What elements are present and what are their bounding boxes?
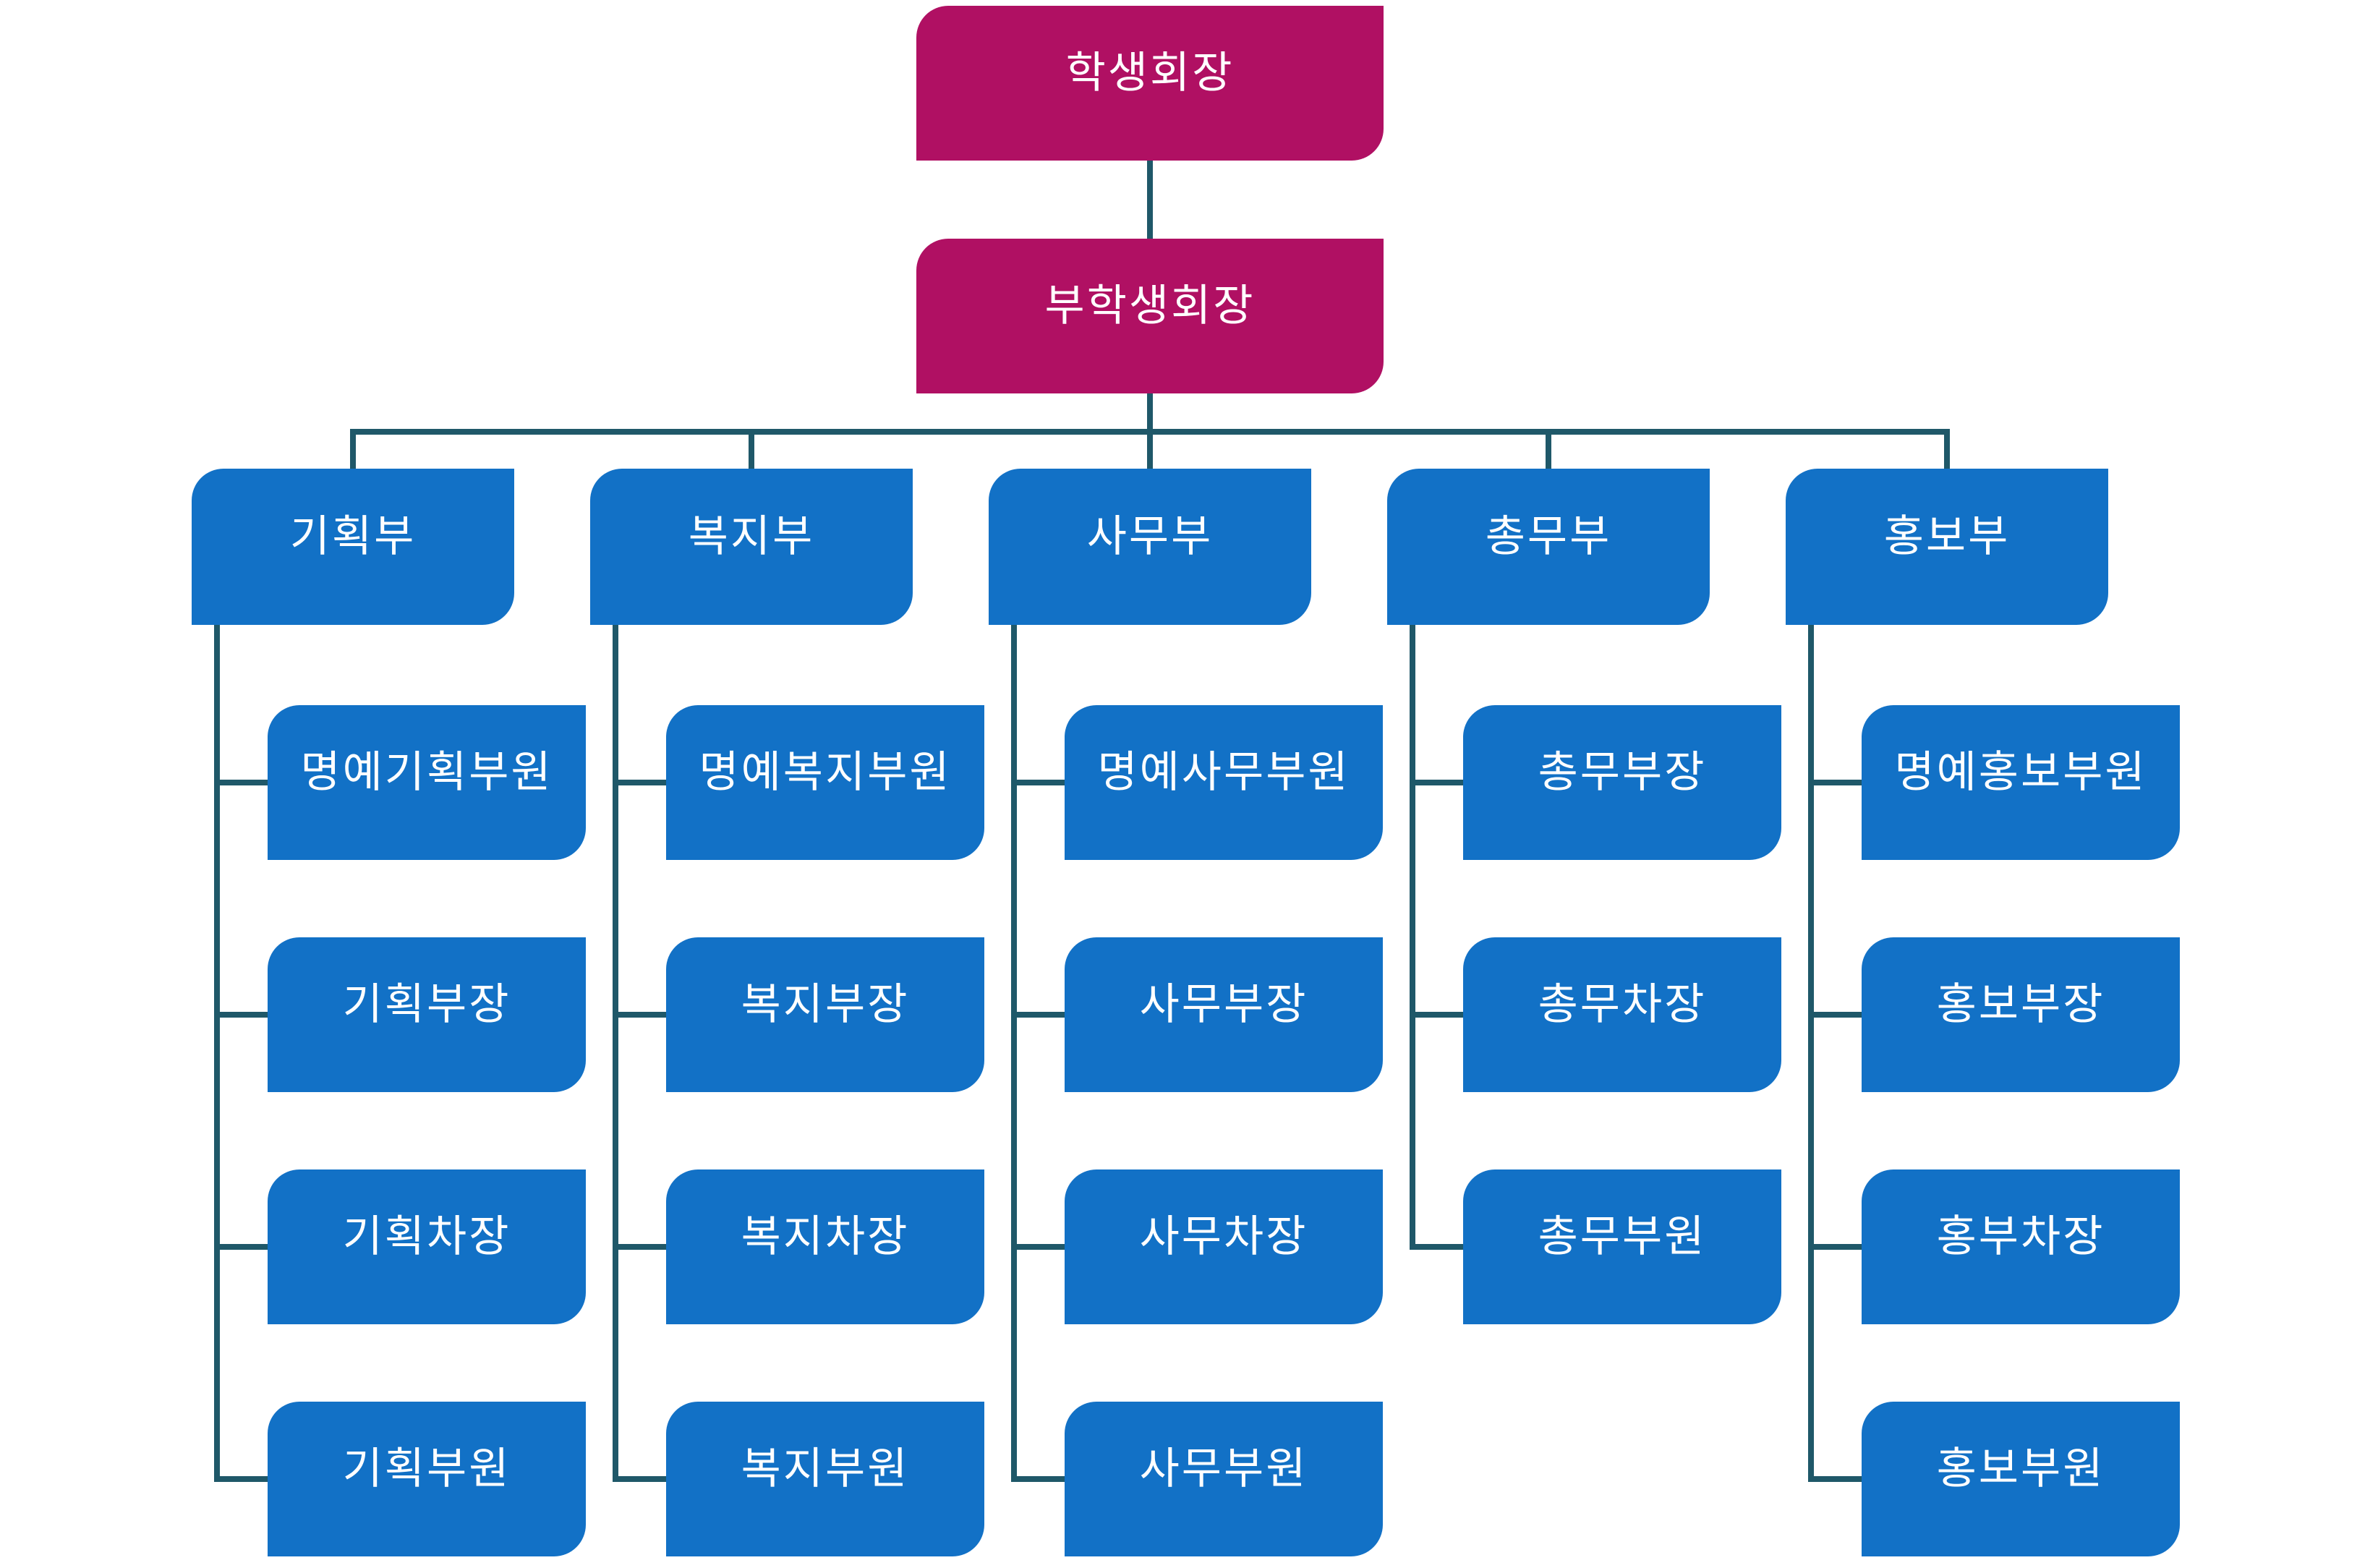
connector-drop-dept-4 [1546,429,1551,470]
node-child-general-3: 총무부원 [1463,1169,1781,1324]
connector-stub [214,1476,269,1482]
connector-stub [1410,1012,1465,1018]
node-child-planning-2: 기획부장 [268,937,586,1092]
node-child-general-1: 총무부장 [1463,705,1781,860]
connector-stub [214,780,269,785]
node-child-planning-3: 기획차장 [268,1169,586,1324]
connector-drop-dept-5 [1944,429,1950,470]
connector-stub [613,1244,668,1250]
node-dept-general: 총무부 [1387,469,1710,625]
node-child-general-2: 총무차장 [1463,937,1781,1092]
node-child-publicity-2: 홍보부장 [1862,937,2180,1092]
node-child-publicity-1: 명예홍보부원 [1862,705,2180,860]
node-child-welfare-2: 복지부장 [666,937,984,1092]
connector-stub [1011,1012,1066,1018]
connector-vice-rail [1147,393,1153,435]
connector-stub [1808,1476,1863,1482]
connector-stub [1808,780,1863,785]
node-child-publicity-3: 홍부차장 [1862,1169,2180,1324]
connector-stub [1410,1244,1465,1250]
node-child-welfare-4: 복지부원 [666,1402,984,1556]
connector-stub [1410,780,1465,785]
connector-stub [1011,780,1066,785]
node-vice-president: 부학생회장 [916,239,1384,393]
connector-stub [613,780,668,785]
connector-stub [613,1476,668,1482]
connector-stub [1011,1476,1066,1482]
node-child-planning-1: 명예기획부원 [268,705,586,860]
connector-hang-dept-5 [1808,625,1814,1482]
node-child-welfare-3: 복지차장 [666,1169,984,1324]
node-child-office-3: 사무차장 [1065,1169,1383,1324]
node-child-publicity-4: 홍보부원 [1862,1402,2180,1556]
connector-stub [613,1012,668,1018]
connector-drop-dept-3 [1147,429,1153,470]
node-dept-publicity: 홍보부 [1786,469,2108,625]
connector-stub [214,1244,269,1250]
node-child-welfare-1: 명예복지부원 [666,705,984,860]
connector-stub [1011,1244,1066,1250]
connector-stub [1808,1012,1863,1018]
node-child-office-1: 명예사무부원 [1065,705,1383,860]
connector-stub [1808,1244,1863,1250]
connector-hang-dept-2 [613,625,618,1482]
connector-president-vice [1147,161,1153,239]
connector-hang-dept-1 [214,625,220,1482]
node-child-office-2: 사무부장 [1065,937,1383,1092]
node-child-office-4: 사무부원 [1065,1402,1383,1556]
connector-hang-dept-3 [1011,625,1017,1482]
connector-drop-dept-2 [749,429,754,470]
connector-drop-dept-1 [350,429,356,470]
node-dept-welfare: 복지부 [590,469,913,625]
connector-stub [214,1012,269,1018]
node-dept-office: 사무부 [989,469,1311,625]
connector-hang-dept-4 [1410,625,1415,1250]
node-dept-planning: 기획부 [192,469,514,625]
node-child-planning-4: 기획부원 [268,1402,586,1556]
node-student-president: 학생회장 [916,6,1384,161]
